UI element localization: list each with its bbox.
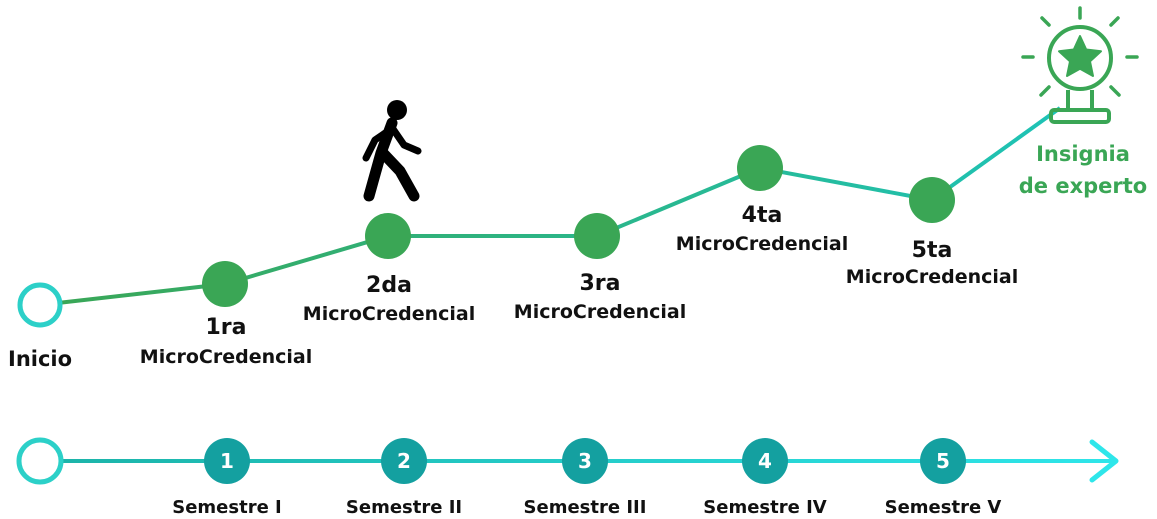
semester-node-4: [742, 438, 788, 484]
badge-label-line2: de experto: [1019, 174, 1147, 198]
stage-node-5: [909, 177, 955, 223]
semester-4-number: 4: [758, 449, 772, 473]
stage-5-label: MicroCredencial: [846, 266, 1018, 288]
semester-node-3: [562, 438, 608, 484]
walking-person-icon: [362, 100, 422, 202]
stage-2-number: 2da: [366, 273, 412, 298]
semester-1-number: 1: [220, 449, 234, 473]
stage-4-number: 4ta: [742, 203, 783, 228]
semester-2-label: Semestre II: [346, 497, 462, 518]
stage-1-number: 1ra: [205, 315, 246, 340]
start-label: Inicio: [8, 347, 72, 371]
stage-3-number: 3ra: [579, 271, 620, 296]
stage-5-number: 5ta: [912, 238, 953, 263]
stage-4-label: MicroCredencial: [676, 233, 848, 255]
semester-node-1: [204, 438, 250, 484]
timeline-start-node: [16, 437, 64, 485]
stage-3-label: MicroCredencial: [514, 301, 686, 323]
stage-node-1: [202, 261, 248, 307]
semester-2-number: 2: [397, 449, 411, 473]
stage-node-2: [365, 213, 411, 259]
stage-node-3: [574, 213, 620, 259]
stage-node-4: [737, 145, 783, 191]
badge-label-line1: Insignia: [1036, 142, 1130, 166]
semester-5-label: Semestre V: [885, 497, 1002, 518]
semester-node-2: [381, 438, 427, 484]
semester-1-label: Semestre I: [172, 497, 282, 518]
semester-5-number: 5: [936, 449, 950, 473]
star-trophy-icon: [1021, 6, 1139, 124]
arrow-head-icon: [1089, 439, 1119, 483]
semester-3-number: 3: [578, 449, 592, 473]
start-node: [17, 282, 63, 328]
stage-1-label: MicroCredencial: [140, 346, 312, 368]
semester-3-label: Semestre III: [524, 497, 647, 518]
stage-2-label: MicroCredencial: [303, 303, 475, 325]
semester-4-label: Semestre IV: [703, 497, 827, 518]
semester-node-5: [920, 438, 966, 484]
